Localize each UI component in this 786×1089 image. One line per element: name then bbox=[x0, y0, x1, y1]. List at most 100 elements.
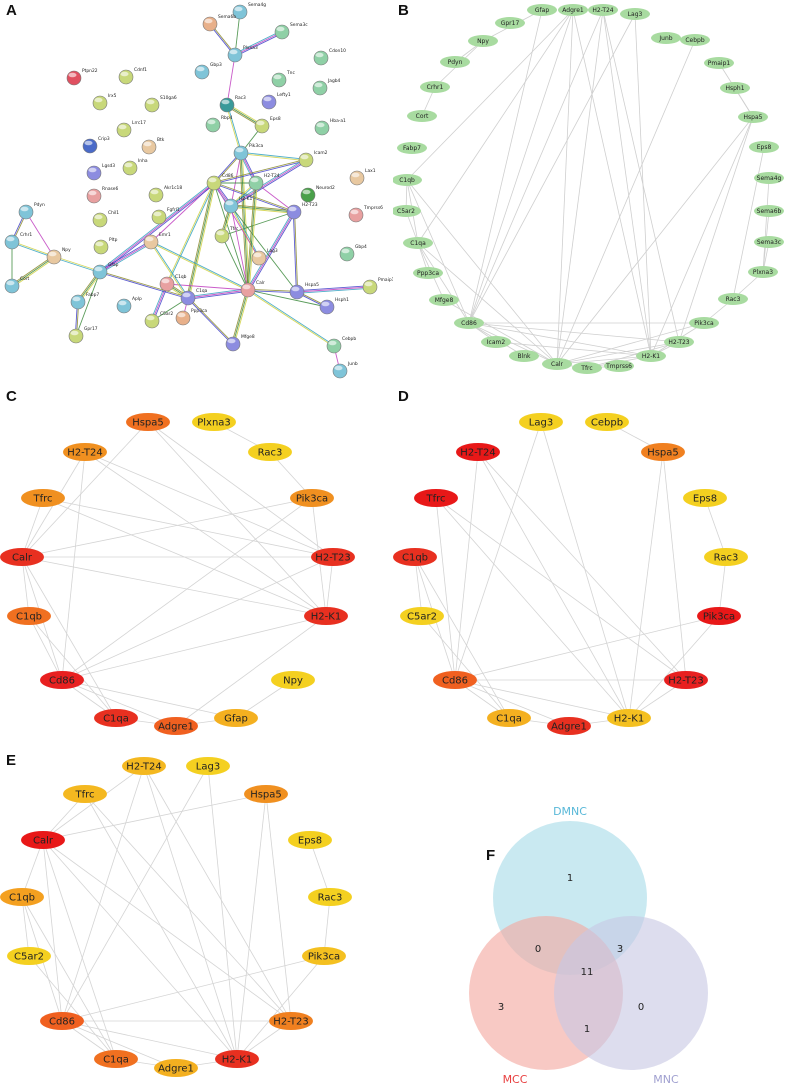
string-node-cebpb: Cebpb bbox=[326, 336, 356, 354]
string-node-s10ga6: S10ga6 bbox=[144, 95, 177, 113]
venn-set-label-dmnc: DMNC bbox=[553, 805, 587, 818]
network-edge bbox=[602, 9, 680, 343]
hub-node-label: Tfrc bbox=[425, 494, 445, 505]
network-edge bbox=[417, 242, 470, 324]
hub-node-label: H2-T23 bbox=[315, 553, 350, 564]
string-edge bbox=[230, 206, 294, 214]
string-node-jagb4: Jagb4 bbox=[312, 78, 341, 96]
network-node-gfap: Gfap bbox=[527, 4, 557, 16]
string-node-tmprss6: Tmprss6 bbox=[348, 205, 383, 223]
network-node-label: Calr bbox=[551, 361, 564, 368]
string-node-label: Rnase6 bbox=[102, 186, 119, 192]
string-node-label: Lrrc17 bbox=[132, 120, 146, 126]
hub-node-rac3: Rac3 bbox=[248, 443, 292, 461]
hub-node-h2-k1: H2-K1 bbox=[304, 607, 348, 625]
network-node-label: C5ar2 bbox=[397, 208, 415, 215]
string-node-sema3c: Sema3c bbox=[274, 22, 308, 40]
network-node-label: Hspa5 bbox=[744, 114, 763, 121]
hub-edge bbox=[21, 497, 313, 558]
network-node-eps8: Eps8 bbox=[749, 141, 779, 153]
network-node-tmprss6: Tmprss6 bbox=[604, 360, 634, 372]
hub-edge bbox=[435, 497, 456, 681]
string-node-label: Crip3 bbox=[98, 136, 110, 142]
network-node-sema3c: Sema3c bbox=[754, 236, 784, 248]
hub-edge bbox=[454, 679, 570, 727]
hub-node-label: Lag3 bbox=[196, 762, 220, 773]
string-node-label: Ptpn22 bbox=[82, 68, 98, 74]
string-node-c1qa: C1qa bbox=[180, 288, 208, 306]
hub-node-label: Eps8 bbox=[693, 494, 717, 505]
hub-node-pik3ca: Pik3ca bbox=[290, 489, 334, 507]
network-node-h2-k1: H2-K1 bbox=[636, 350, 666, 362]
string-edge bbox=[100, 270, 189, 298]
string-node-label: Sema6b bbox=[218, 14, 236, 20]
string-edge bbox=[187, 182, 215, 299]
network-node-c1qa: C1qa bbox=[403, 237, 433, 249]
network-edge bbox=[406, 179, 558, 365]
string-edge bbox=[225, 105, 241, 154]
hub-node-c1qb: C1qb bbox=[7, 607, 51, 625]
string-node-icam2: Icam2 bbox=[298, 150, 328, 168]
network-edge bbox=[572, 9, 652, 357]
string-edge bbox=[54, 255, 101, 272]
hub-edge bbox=[61, 765, 209, 1022]
hub-edge bbox=[435, 497, 687, 681]
network-node-label: C1qb bbox=[399, 177, 415, 184]
network-edge bbox=[556, 355, 652, 365]
string-node-label: Lax1 bbox=[365, 168, 376, 174]
network-node-label: Blnk bbox=[517, 353, 531, 360]
string-node-lgsd3: Lgsd3 bbox=[86, 163, 115, 181]
network-node-label: C1qa bbox=[410, 240, 426, 247]
string-node-gbp4: Gbp4 bbox=[339, 244, 367, 262]
network-edge bbox=[417, 242, 558, 365]
string-node-rnase6: Rnase6 bbox=[86, 186, 119, 204]
string-node-plxna3: Plxna3 bbox=[227, 45, 258, 63]
hub-node-calr: Calr bbox=[21, 831, 65, 849]
string-edge bbox=[167, 183, 215, 285]
string-node-pltp: Pltp bbox=[93, 237, 118, 255]
string-node-akr1c18: Akr1c18 bbox=[148, 185, 182, 203]
hub-node-tfrc: Tfrc bbox=[21, 489, 65, 507]
network-node-rac3: Rac3 bbox=[718, 293, 748, 305]
hub-edge bbox=[42, 839, 117, 1060]
network-edge bbox=[556, 39, 696, 365]
string-edge bbox=[231, 160, 307, 208]
hub-node-cd86: Cd86 bbox=[40, 671, 84, 689]
string-edge bbox=[151, 241, 249, 290]
string-edge bbox=[188, 297, 234, 344]
hub-node-label: Rac3 bbox=[258, 448, 283, 459]
string-node-label: Btk bbox=[157, 137, 165, 143]
string-node-label: Junb bbox=[347, 361, 358, 367]
string-node-hba-a1: Hba-a1 bbox=[314, 118, 346, 136]
string-node-gfap: Gfap bbox=[92, 262, 119, 280]
string-node-label: C1qb bbox=[175, 274, 187, 280]
network-edge bbox=[468, 322, 652, 357]
hub-edge bbox=[236, 955, 325, 1060]
string-edge bbox=[188, 183, 216, 299]
string-edge bbox=[214, 181, 295, 212]
string-node-irx5: Irx5 bbox=[92, 93, 117, 111]
string-edge bbox=[11, 256, 55, 287]
network-node-hspa5: Hspa5 bbox=[738, 111, 768, 123]
panel-label-b: B bbox=[398, 2, 409, 19]
hub-node-label: Tfrc bbox=[32, 494, 52, 505]
string-node-label: Hspa5 bbox=[305, 282, 319, 288]
hub-node-plxna3: Plxna3 bbox=[192, 413, 236, 431]
string-edge bbox=[247, 290, 334, 347]
hub-edge bbox=[42, 839, 238, 1060]
string-edge bbox=[234, 31, 283, 56]
hub-node-label: Plxna3 bbox=[197, 418, 231, 429]
string-node-label: Lefty1 bbox=[277, 92, 291, 98]
hub-edge bbox=[21, 896, 117, 1060]
string-edge bbox=[296, 286, 371, 293]
string-node-label: S10ga6 bbox=[160, 95, 177, 101]
network-edge bbox=[556, 322, 705, 365]
hub-edge bbox=[454, 679, 630, 719]
string-node-cdon10: Cdon10 bbox=[313, 48, 346, 66]
string-node-label: Inha bbox=[138, 158, 148, 164]
string-edge bbox=[230, 159, 307, 207]
string-node-label: Pik3ca bbox=[249, 143, 264, 149]
string-node-label: Fabp7 bbox=[86, 292, 99, 298]
string-node-gbp3: Gbp3 bbox=[194, 62, 222, 80]
hub-edge bbox=[61, 451, 86, 681]
